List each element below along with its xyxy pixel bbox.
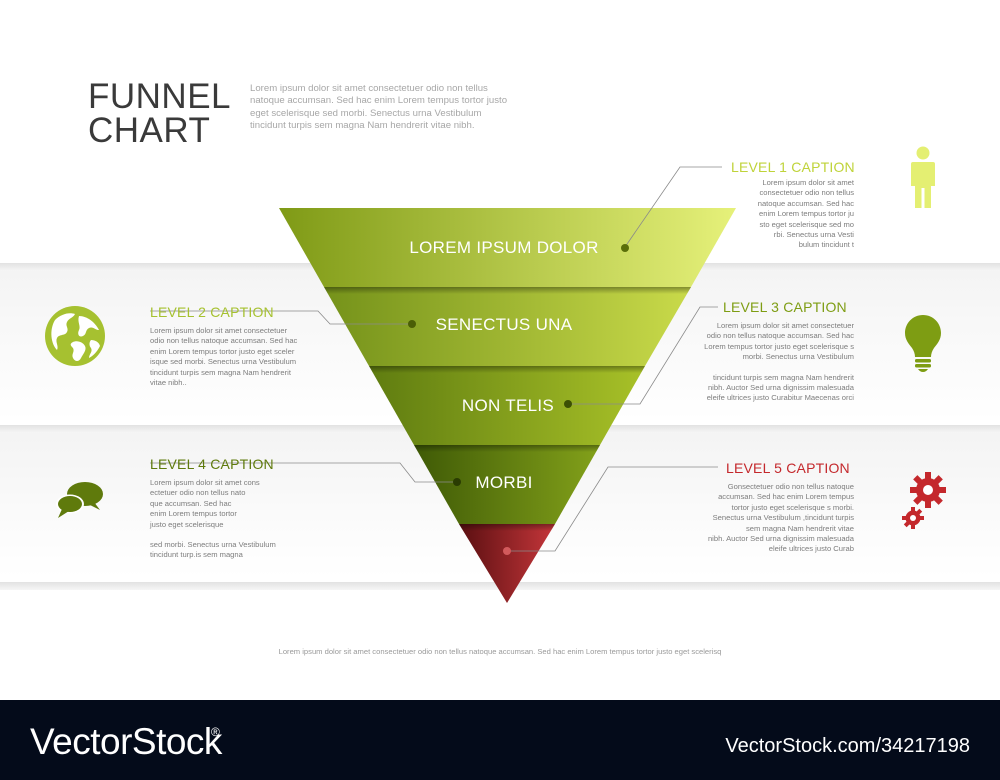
- paragraph-gap: [150, 530, 300, 540]
- funnel-dot-2: [408, 320, 416, 328]
- funnel-dot-4: [453, 478, 461, 486]
- connector-line-4: [150, 462, 456, 483]
- level-2-text-line: Lorem ipsum dolor sit amet consectetuer: [150, 326, 288, 335]
- connector-line-3: [568, 306, 718, 405]
- level-3-text-line: Lorem tempus tortor justo eget scelerisq…: [704, 341, 854, 351]
- footer-note: Lorem ipsum dolor sit amet consectetuer …: [278, 647, 722, 656]
- watermark-registered-mark: ®: [211, 725, 220, 739]
- funnel-shadow-5: [459, 524, 555, 531]
- level-3-text-line: tincidunt turpis sem magna Nam hendrerit: [713, 372, 854, 382]
- page-title-line2: CHART: [88, 111, 211, 150]
- level-5-text-line: nibh. Auctor Sed urna dignissim malesuad…: [707, 534, 854, 544]
- level-3-text-line: odio non tellus natoque accumsan. Sed ha…: [706, 331, 854, 341]
- level-3-text-line: Lorem ipsum dolor sit amet consectetuer: [716, 321, 854, 330]
- person-icon: [911, 146, 935, 208]
- level-1-caption: LEVEL 1 CAPTION: [731, 159, 855, 175]
- level-5-text-line: sem magna Nam hendrerit vitae: [745, 523, 854, 533]
- level-4-text-line: tincidunt turp.is sem magna: [150, 550, 243, 560]
- intro-text: Lorem ipsum dolor sit amet consectetuer …: [250, 83, 508, 132]
- level-1-text-line: enim Lorem tempus tortor ju: [759, 209, 854, 219]
- connector-line-1: [624, 166, 722, 248]
- level-4-text-line: Lorem ipsum dolor sit amet cons: [150, 478, 260, 487]
- level-1-text-line: natoque accumsan. Sed hac: [757, 198, 854, 208]
- level-5-text-line: tortor justo eget scelerisque s morbi.: [731, 502, 854, 512]
- funnel-segment-5: [459, 524, 555, 603]
- funnel-shadow-2: [324, 287, 691, 294]
- level-5-text-line: Gonsectetuer odio non tellus natoque: [727, 482, 854, 491]
- level-5-caption: LEVEL 5 CAPTION: [726, 460, 850, 476]
- level-3-text-line: morbi. Senectus urna Vestibulum: [742, 352, 854, 362]
- level-4-text-line: enim Lorem tempus tortor: [150, 509, 237, 519]
- level-4-text-line: ectetuer odio non tellus nato: [150, 488, 246, 498]
- level-4-caption: LEVEL 4 CAPTION: [150, 456, 274, 472]
- funnel-label-1: LOREM IPSUM DOLOR: [409, 238, 599, 257]
- level-2-caption: LEVEL 2 CAPTION: [150, 304, 274, 320]
- funnel-dot-3: [564, 400, 572, 408]
- level-3-text-line: nibh. Auctor Sed urna dignissim malesuad…: [707, 383, 854, 393]
- watermark-image-id: VectorStock.com/34217198: [725, 735, 970, 757]
- level-2-text-line: enim Lorem tempus tortor justo eget scel…: [150, 346, 295, 356]
- level-3-caption: LEVEL 3 CAPTION: [723, 299, 847, 315]
- connector-line-5: [507, 466, 718, 552]
- level-1-text-line: sto eget scelerisque sed mo: [759, 219, 854, 229]
- funnel-label-2: SENECTUS UNA: [435, 315, 573, 334]
- level-2-text-line: tincidunt turpis sem magna Nam hendrerit: [150, 367, 291, 377]
- level-1-text-line: bulum tincidunt t: [798, 240, 854, 250]
- watermark-bar: [0, 700, 1000, 780]
- level-5-text-line: eleife ultrices justo Curab: [768, 544, 854, 554]
- funnel-label-4: MORBI: [475, 473, 533, 492]
- paragraph-gap: [684, 363, 854, 373]
- chat-bubbles-icon: [56, 482, 103, 518]
- level-1-text-line: consectetuer odio non tellus: [759, 188, 854, 198]
- lightbulb-icon: [905, 315, 941, 372]
- level-2-text-line: vitae nibh..: [150, 378, 187, 388]
- funnel-dot-5: [503, 547, 511, 555]
- watermark-brand: VectorStock: [30, 721, 222, 762]
- level-4-text-line: justo eget scelerisque: [150, 519, 224, 529]
- connector-line-2: [150, 310, 411, 325]
- funnel-shadow-4: [414, 445, 600, 452]
- level-3-text-line: eleife ultrices justo Curabitur Maecenas…: [706, 393, 854, 403]
- funnel-segment-1: [279, 208, 736, 287]
- level-4-text-line: que accumsan. Sed hac: [150, 498, 232, 508]
- level-2-text-line: isque sed morbi. Senectus urna Vestibulu…: [150, 357, 297, 367]
- funnel-segment-2: [324, 287, 691, 366]
- level-5-text-line: Senectus urna Vestibulum ,tincidunt turp…: [712, 513, 854, 523]
- funnel-diagram: [150, 166, 736, 603]
- funnel-shadow-3: [369, 366, 645, 373]
- level-4-text-line: sed morbi. Senectus urna Vestibulum: [150, 540, 276, 550]
- funnel-segment-4: [414, 445, 600, 524]
- level-1-text-line: Lorem ipsum dolor sit amet: [762, 178, 854, 187]
- funnel-label-3: NON TELIS: [461, 396, 555, 415]
- level-5-text-line: accumsan. Sed hac enim Lorem tempus: [718, 492, 854, 502]
- funnel-segment-3: [369, 366, 645, 445]
- level-1-text-line: rbi. Senectus urna Vesti: [773, 230, 854, 240]
- page-title-line1: FUNNEL: [88, 77, 232, 116]
- funnel-dot-1: [621, 244, 629, 252]
- level-2-text-line: odio non tellus natoque accumsan. Sed ha…: [150, 336, 298, 346]
- globe-icon: [45, 306, 105, 366]
- gears-icon: [902, 472, 946, 529]
